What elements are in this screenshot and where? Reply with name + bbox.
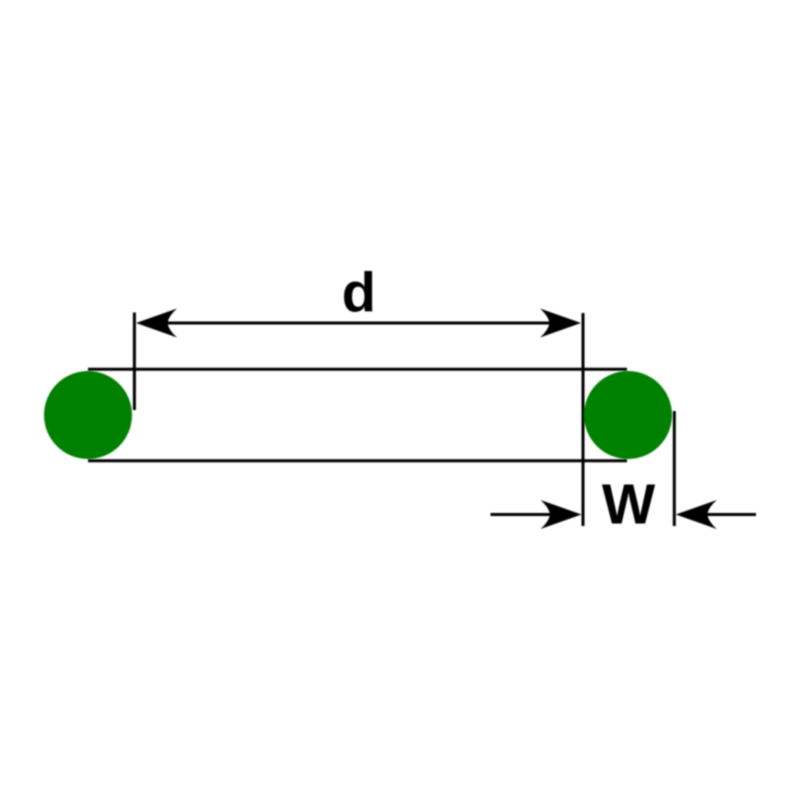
svg-text:W: W: [602, 473, 656, 536]
svg-text:d: d: [342, 261, 376, 324]
